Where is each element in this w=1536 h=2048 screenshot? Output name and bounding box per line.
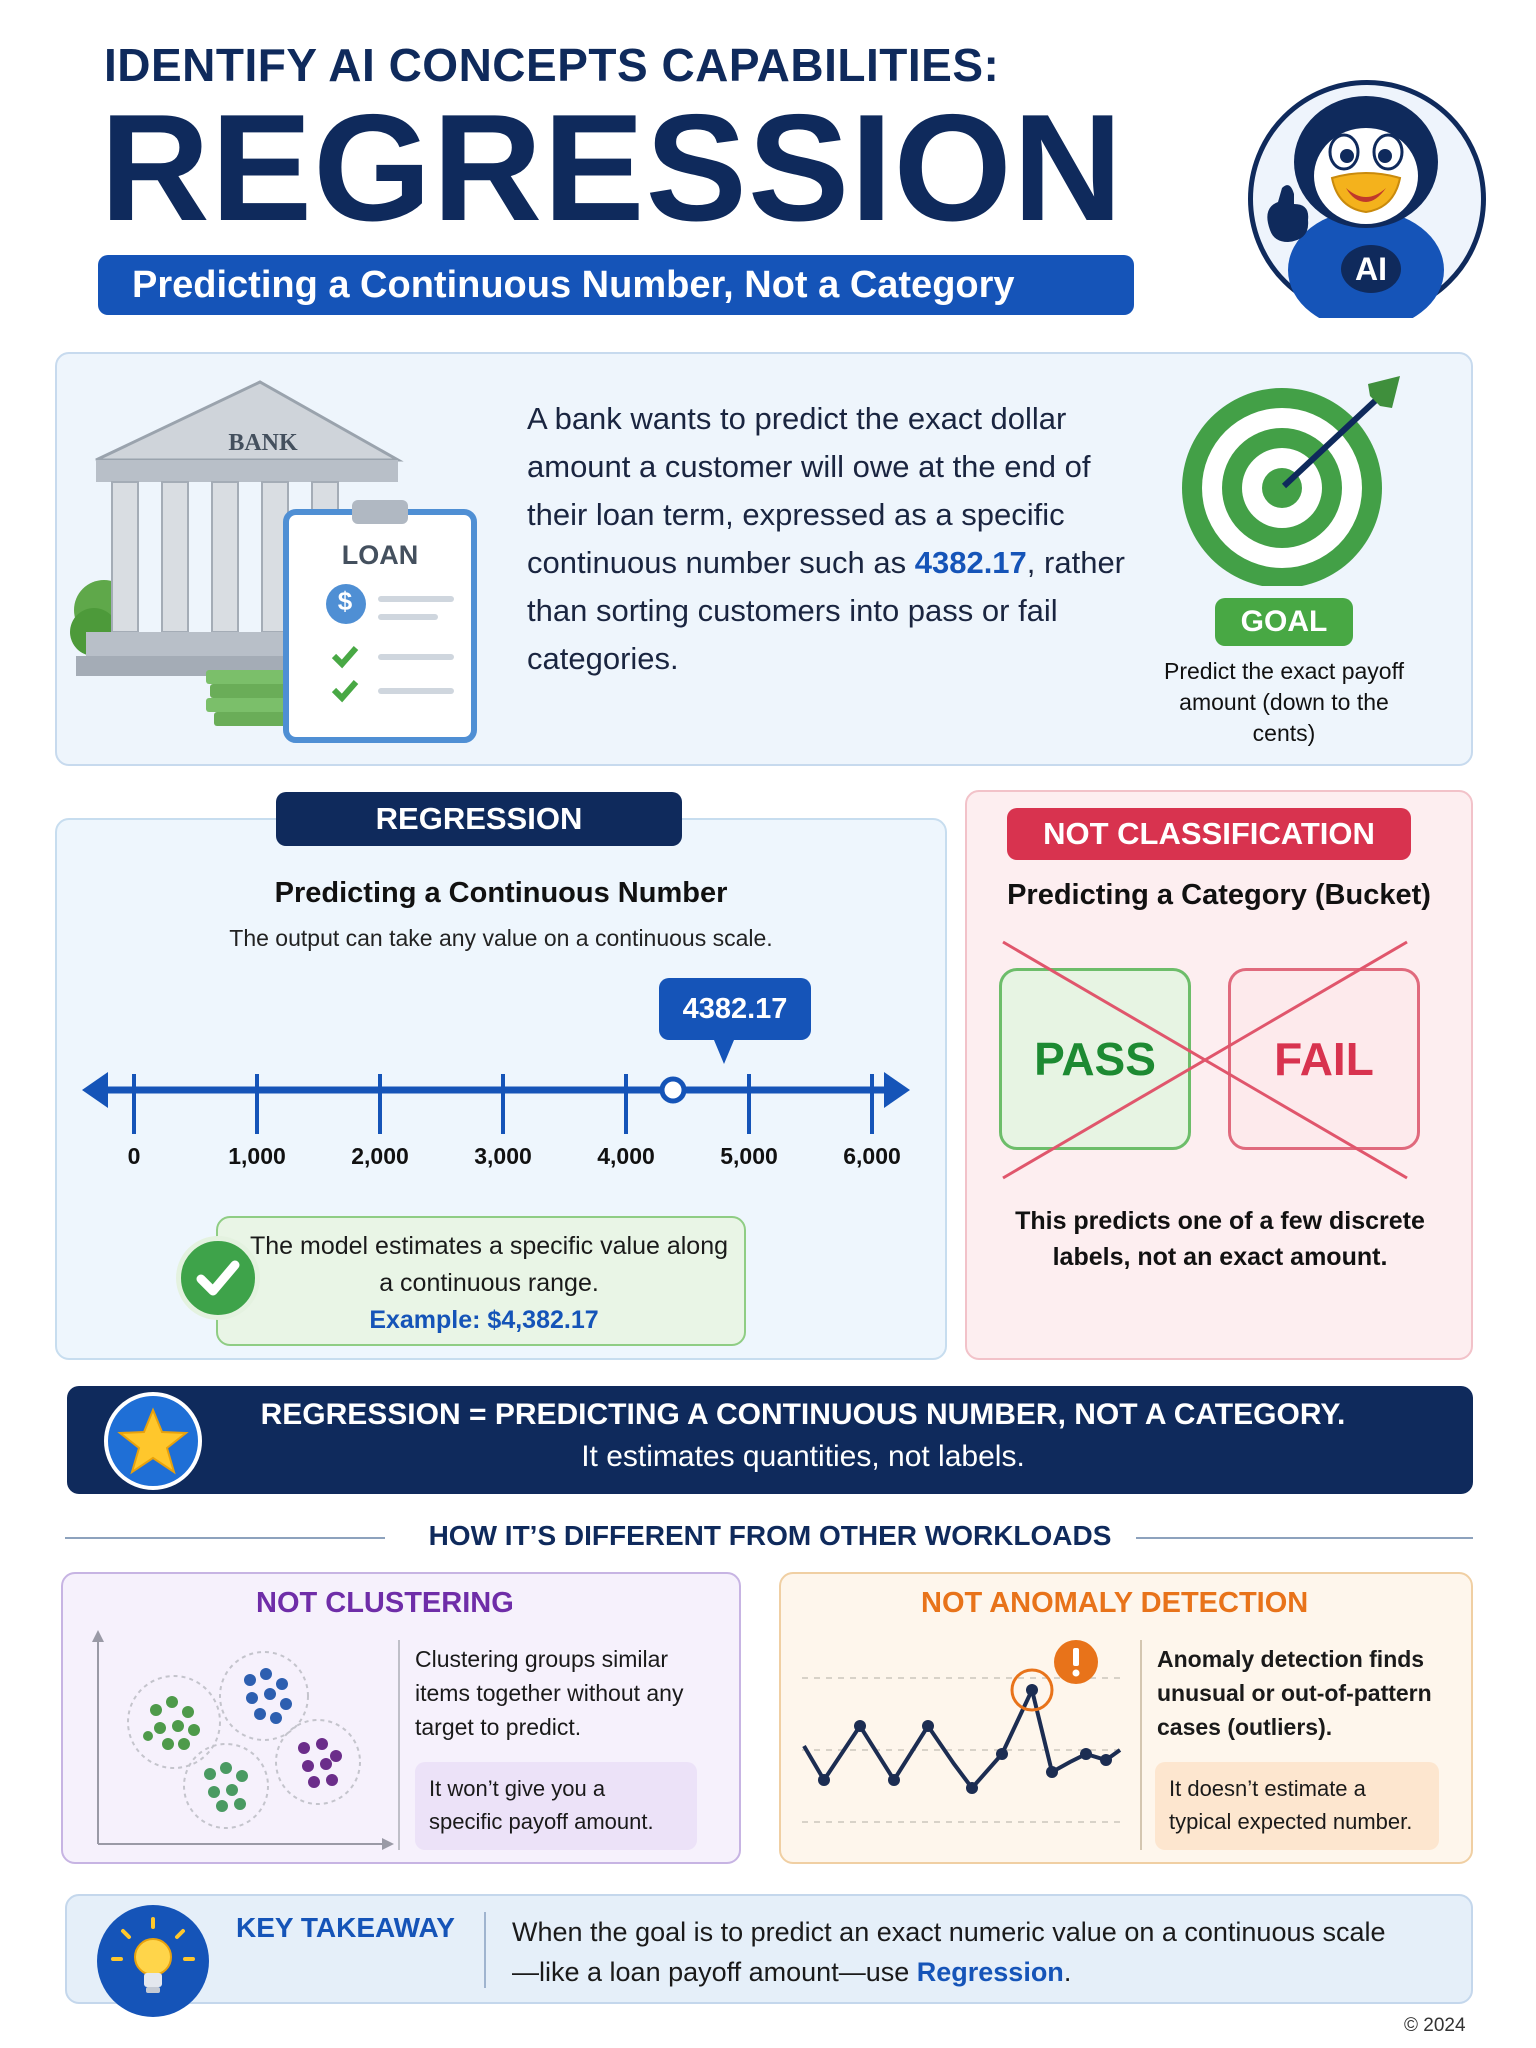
axis-tick-label: 5,000 <box>720 1143 778 1169</box>
summary-banner <box>67 1386 1473 1494</box>
axis-tick-label: 6,000 <box>843 1143 901 1169</box>
regression-description: The output can take any value on a conti… <box>229 925 773 951</box>
bank-sign: BANK <box>228 430 298 456</box>
banner-line-2: It estimates quantities, not labels. <box>581 1440 1025 1473</box>
left-arrow-icon <box>82 1072 108 1108</box>
takeaway-text: When the goal is to predict an exact num… <box>512 1917 1386 1987</box>
takeaway-panel <box>65 1894 1473 2004</box>
value-marker <box>659 1076 687 1104</box>
goal-description: Predict the exact payoff amount (down to… <box>1164 658 1404 746</box>
axis-tick-label: 3,000 <box>474 1143 532 1169</box>
takeaway-divider <box>484 1912 486 1988</box>
header-subtitle: Predicting a Continuous Number, Not a Ca… <box>98 255 1134 315</box>
anomaly-line-icon <box>802 1640 1124 1823</box>
fail-label-box: FAIL <box>1228 968 1420 1150</box>
goal-badge: GOAL <box>1215 598 1353 646</box>
anomaly-note: It doesn’t estimate a typical expected n… <box>1155 1762 1439 1850</box>
bank-illustration-icon: BANK LOAN $ <box>66 370 486 750</box>
anomaly-text: Anomaly detection finds unusual or out-o… <box>1157 1646 1432 1740</box>
mascot-penguin-icon: AI <box>1248 80 1486 318</box>
regression-badge: REGRESSION <box>276 792 682 846</box>
not-classification-badge: NOT CLASSIFICATION <box>1007 808 1411 860</box>
lightbulb-icon <box>97 1905 209 2017</box>
clustering-note: It won’t give you a specific payoff amou… <box>415 1762 697 1850</box>
star-icon <box>104 1392 202 1490</box>
cross-out-icon <box>1002 940 1408 1180</box>
cluster-scatter-icon <box>92 1630 394 1850</box>
dollar-icon: $ <box>337 586 353 616</box>
scenario-text: A bank wants to predict the exact dollar… <box>527 401 1126 676</box>
axis-tick-label: 0 <box>127 1143 141 1169</box>
pass-label-box: PASS <box>999 968 1191 1150</box>
page-title: REGRESSION <box>100 83 1124 253</box>
divider-right <box>1136 1537 1473 1539</box>
estimate-text: The model estimates a specific value alo… <box>249 1232 729 1334</box>
differences-heading: HOW IT’S DIFFERENT FROM OTHER WORKLOADS <box>428 1520 1112 1551</box>
clustering-title: NOT CLUSTERING <box>256 1587 514 1619</box>
axis-tick-label: 4,000 <box>597 1143 655 1169</box>
banner-line-1: REGRESSION = PREDICTING A CONTINUOUS NUM… <box>260 1398 1346 1431</box>
check-icon <box>176 1236 260 1320</box>
value-bubble: 4382.17 <box>659 978 811 1040</box>
target-icon <box>1180 376 1410 588</box>
copyright: © 2024 <box>1404 2015 1466 2036</box>
clustering-text: Clustering groups similar items together… <box>415 1646 684 1740</box>
regression-heading: Predicting a Continuous Number <box>274 877 728 909</box>
classification-note: This predicts one of a few discrete labe… <box>1015 1207 1425 1271</box>
anomaly-title: NOT ANOMALY DETECTION <box>921 1587 1309 1619</box>
anomaly-panel <box>779 1572 1473 1864</box>
right-arrow-icon <box>884 1072 910 1108</box>
mascot-ai-badge: AI <box>1341 245 1401 293</box>
anomaly-divider <box>1140 1640 1142 1850</box>
loan-label: LOAN <box>341 540 419 570</box>
number-line <box>82 1040 910 1134</box>
clustering-divider <box>398 1640 400 1850</box>
axis-tick-label: 2,000 <box>351 1143 409 1169</box>
takeaway-heading: KEY TAKEAWAY <box>236 1912 455 1943</box>
header-kicker: IDENTIFY AI CONCEPTS CAPABILITIES: <box>104 39 1000 91</box>
divider-left <box>65 1537 385 1539</box>
classification-heading: Predicting a Category (Bucket) <box>1007 879 1431 911</box>
estimate-box <box>216 1216 746 1346</box>
axis-tick-label: 1,000 <box>228 1143 286 1169</box>
